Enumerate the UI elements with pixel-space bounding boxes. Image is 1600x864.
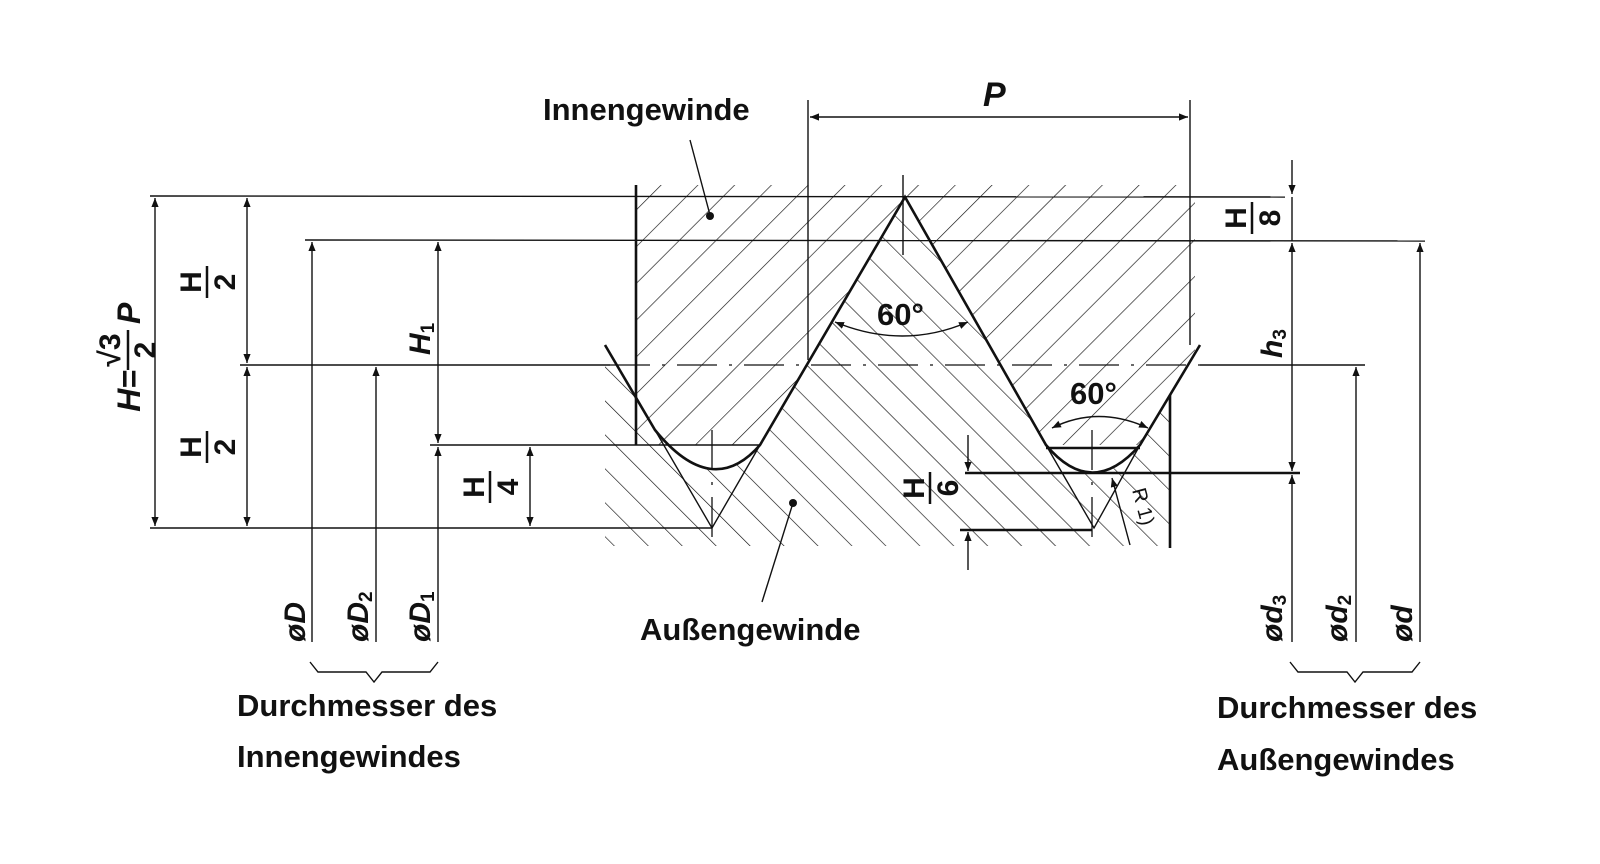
angle-upper-label: 60° [877, 297, 924, 332]
external-thread-leader [761, 502, 794, 603]
diameter-d3-label: ød3 [1256, 595, 1291, 642]
svg-text:H: H [175, 271, 208, 293]
svg-text:H=: H= [111, 370, 147, 412]
svg-text:2: 2 [129, 342, 162, 359]
h3-label: h3 [1256, 329, 1291, 358]
pitch-label: P [983, 76, 1006, 114]
eighth-fraction: H 8 [1220, 202, 1287, 234]
angle-lower-label: 60° [1070, 376, 1117, 411]
quarter-fraction: H 4 [458, 471, 525, 503]
half-bottom-fraction: H 2 [175, 431, 242, 463]
H1-label: H1 [404, 322, 439, 355]
external-thread-leader-dot [789, 499, 797, 507]
angle-upper-arc [834, 321, 969, 337]
thread-contours [603, 100, 1202, 548]
internal-thread-label: Innengewinde [543, 92, 750, 127]
external-diameters-caption-2: Außengewindes [1217, 742, 1455, 777]
internal-diameters-brace [309, 661, 439, 684]
external-diameters-brace [1289, 661, 1421, 684]
svg-text:2: 2 [209, 439, 242, 456]
left-dimensions [151, 198, 534, 642]
diameter-d2-label: ød2 [1321, 595, 1356, 642]
svg-text:H: H [1220, 207, 1253, 229]
internal-thread-leader [689, 139, 711, 216]
diameter-d-label: ød [1386, 605, 1419, 642]
svg-text:P: P [111, 302, 147, 324]
diameter-D-label: øD [279, 602, 312, 642]
radius-leader [1110, 477, 1131, 546]
svg-text:2: 2 [209, 274, 242, 291]
internal-thread-section [636, 185, 1195, 445]
svg-text:H: H [458, 476, 491, 498]
svg-text:H: H [175, 436, 208, 458]
sixth-fraction: H 6 [898, 472, 965, 504]
diameter-D2-label: øD2 [342, 591, 377, 642]
diameter-D1-label: øD1 [404, 591, 439, 642]
internal-diameters-caption-1: Durchmesser des [237, 688, 497, 723]
internal-thread-leader-dot [706, 212, 714, 220]
svg-text:H: H [898, 477, 931, 499]
height-formula: H= √3 2 P [94, 302, 162, 412]
reference-lines [149, 195, 1426, 532]
svg-text:4: 4 [492, 478, 525, 495]
external-thread-label: Außengewinde [640, 612, 860, 647]
svg-text:6: 6 [932, 480, 965, 497]
angle-lower-arc [1051, 415, 1149, 429]
svg-text:√3: √3 [94, 333, 127, 366]
right-dimensions [964, 160, 1424, 642]
internal-diameters-caption-2: Innengewindes [237, 739, 461, 774]
external-diameters-caption-1: Durchmesser des [1217, 690, 1477, 725]
svg-text:8: 8 [1254, 210, 1287, 227]
half-top-fraction: H 2 [175, 266, 242, 298]
